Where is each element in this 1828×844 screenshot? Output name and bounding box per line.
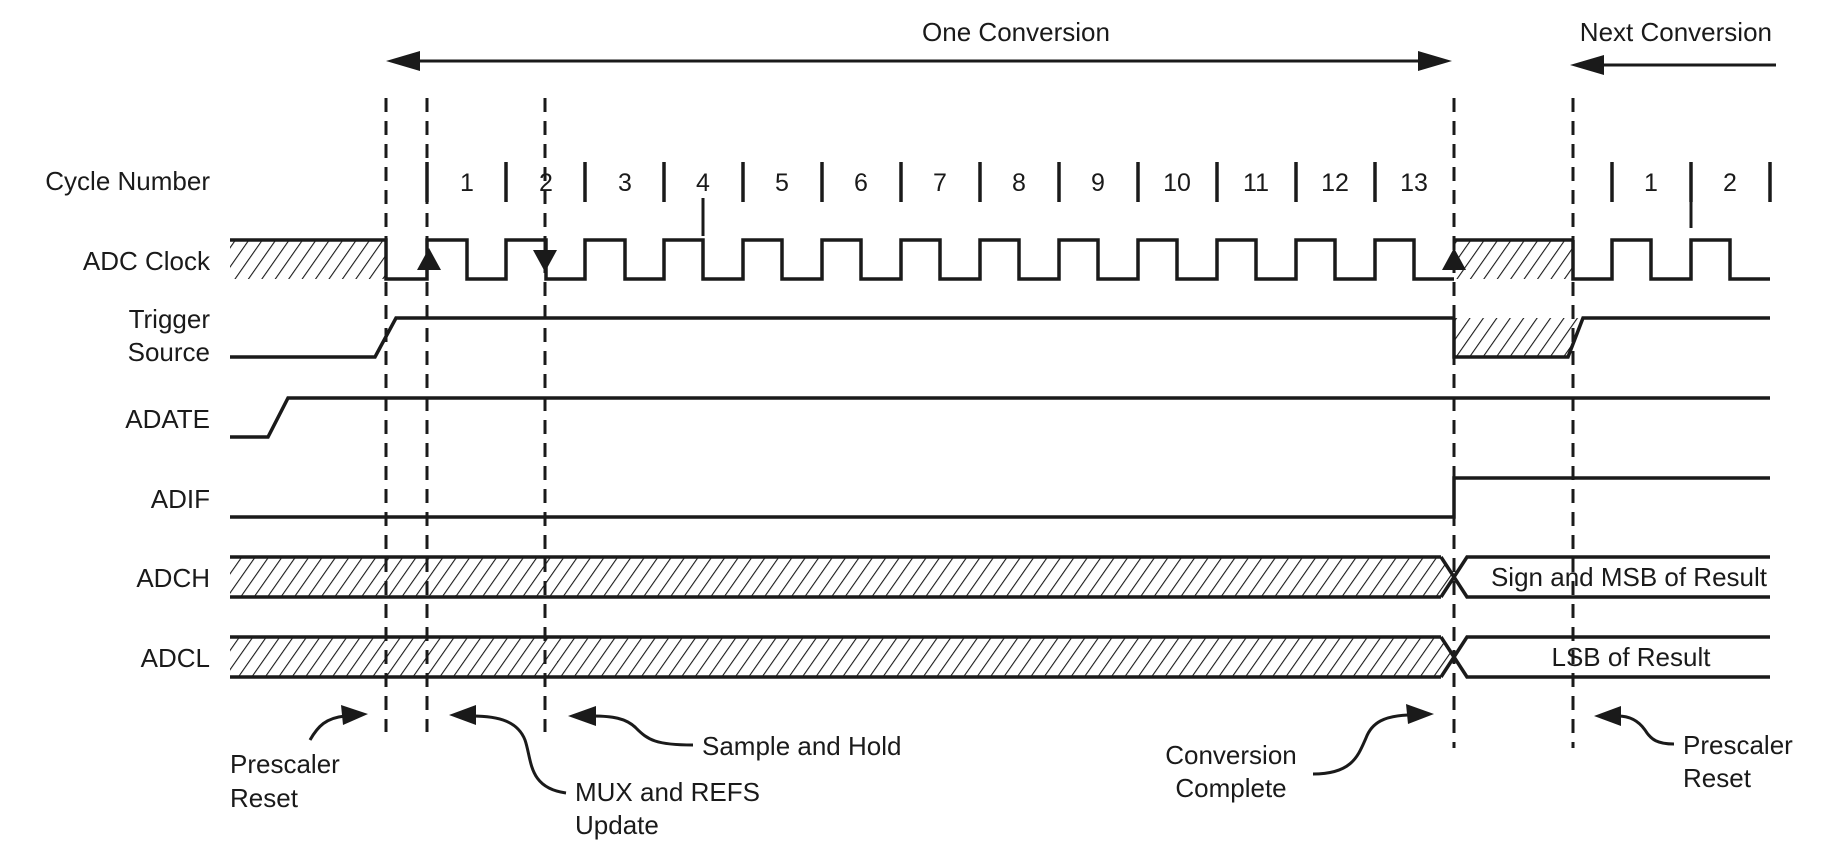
bus-transition [1439, 555, 1770, 598]
cycle-label: 12 [1321, 169, 1349, 197]
cycle-label: 7 [933, 169, 947, 197]
left-arrowhead-icon [386, 51, 420, 71]
prescaler-reset-annotation: Prescaler Reset [230, 705, 368, 813]
adch-label: ADCH [136, 563, 210, 593]
cycle-label: 2 [539, 169, 553, 197]
conversion-complete-annotation: Conversion Complete [1165, 704, 1434, 803]
adcl-label: ADCL [141, 643, 210, 673]
prescaler-reset-next-label-line1: Prescaler [1683, 730, 1793, 760]
sample-hold-label: Sample and Hold [702, 731, 901, 761]
cycle-label: 8 [1012, 169, 1026, 197]
cycle-label: 13 [1400, 169, 1428, 197]
prescaler-reset-label-line2: Reset [230, 783, 299, 813]
adc-clock-waveform [230, 238, 1770, 281]
mux-refs-label-line1: MUX and REFS [575, 777, 760, 807]
trigger-source-label-line2: Source [128, 337, 210, 367]
mux-refs-annotation: MUX and REFS Update [449, 705, 760, 840]
next-conversion-label: Next Conversion [1580, 17, 1772, 47]
sample-hold-annotation: Sample and Hold [568, 706, 901, 761]
mux-refs-label-line2: Update [575, 810, 659, 840]
adch-bus: Sign and MSB of Result [230, 555, 1770, 599]
clock-undefined-region [230, 240, 386, 279]
prescaler-reset-label-line1: Prescaler [230, 749, 340, 779]
right-arrowhead-icon [1418, 51, 1452, 71]
annotation-arrow-icon [341, 705, 368, 725]
adate-waveform [230, 396, 1770, 439]
adch-undefined-region [230, 557, 1454, 597]
trigger-undefined-region [1454, 318, 1583, 357]
bus-transition [1439, 635, 1770, 678]
cycle-number-row: 1 2 3 4 5 6 7 8 9 10 11 12 13 1 2 [425, 162, 1772, 236]
cycle-label: 9 [1091, 169, 1105, 197]
left-arrowhead-icon [1570, 55, 1604, 75]
adcl-bus: LSB of Result [230, 635, 1770, 679]
adcl-result-label: LSB of Result [1552, 642, 1712, 672]
conversion-complete-label-line1: Conversion [1165, 740, 1297, 770]
trigger-signal [230, 316, 1454, 359]
clock-signal-next [1571, 238, 1770, 281]
cycle-label: 4 [696, 169, 710, 197]
adif-waveform [230, 476, 1770, 519]
next-cycle-label: 1 [1644, 169, 1658, 197]
rising-edge-arrow-icon [417, 248, 441, 270]
adcl-undefined-region [230, 637, 1454, 677]
trigger-source-waveform [230, 316, 1770, 359]
cycle-label: 11 [1243, 169, 1269, 197]
one-conversion-span [386, 51, 1452, 71]
cycle-label: 5 [775, 169, 789, 197]
trigger-signal-next [1452, 316, 1770, 359]
trigger-source-label-line1: Trigger [129, 304, 211, 334]
cycle-number-label: Cycle Number [45, 166, 210, 196]
annotation-arrow-icon [1406, 704, 1434, 724]
cycle-label: 6 [854, 169, 868, 197]
bus-transition [1439, 556, 1770, 599]
bus-transition [1439, 636, 1770, 679]
clock-undefined-region [1454, 240, 1573, 279]
adch-result-label: Sign and MSB of Result [1491, 562, 1768, 592]
next-conversion-span [1570, 55, 1776, 75]
prescaler-reset-annotation-next: Prescaler Reset [1594, 706, 1793, 793]
cycle-label: 3 [618, 169, 632, 197]
clock-signal [230, 238, 1454, 281]
cycle-label: 10 [1163, 169, 1191, 197]
prescaler-reset-next-label-line2: Reset [1683, 763, 1752, 793]
adate-label: ADATE [125, 404, 210, 434]
annotation-arrow-icon [1594, 706, 1621, 726]
adif-label: ADIF [151, 484, 210, 514]
cycle-label: 1 [460, 169, 474, 197]
next-cycle-label: 2 [1723, 169, 1737, 197]
annotation-arrow-icon [449, 705, 476, 725]
conversion-complete-label-line2: Complete [1175, 773, 1286, 803]
annotation-arrow-icon [568, 706, 596, 726]
one-conversion-label: One Conversion [922, 17, 1110, 47]
adc-clock-label: ADC Clock [83, 246, 211, 276]
